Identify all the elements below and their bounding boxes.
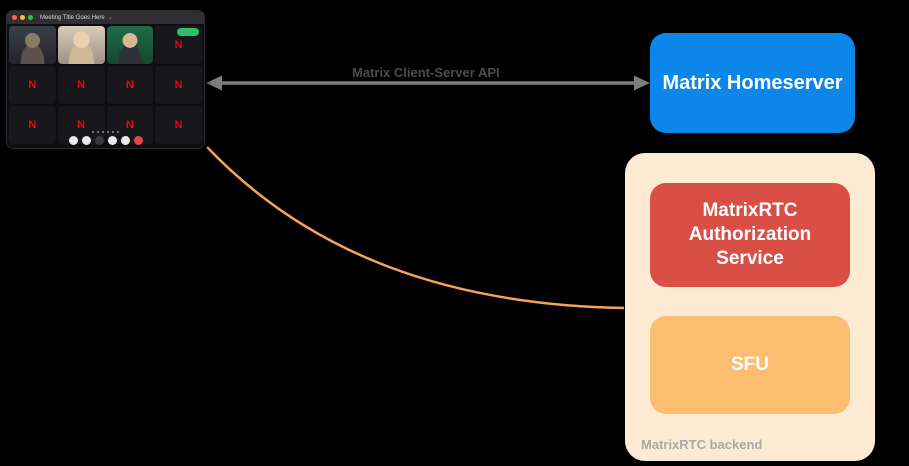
avatar-letter: N <box>174 79 183 91</box>
avatar-letter: N <box>174 39 183 51</box>
avatar-letter: N <box>125 79 134 91</box>
auth-service-box: MatrixRTC Authorization Service <box>650 183 850 287</box>
call-status-pill <box>177 28 199 36</box>
window-title: Meeting Title Goes Here <box>40 14 105 21</box>
homeserver-label: Matrix Homeserver <box>662 71 843 94</box>
avatar-tile: N <box>155 66 202 104</box>
call-controls <box>68 131 143 145</box>
page-dot-icon <box>92 131 94 133</box>
zoom-window-icon <box>28 15 33 20</box>
avatar-tile: N <box>57 66 105 104</box>
call-content: N N N N N N N <box>7 24 204 148</box>
settings-button-icon <box>107 136 117 145</box>
page-dot-icon <box>102 131 104 133</box>
page-indicator-dots <box>92 131 119 133</box>
mic-button-icon <box>68 136 78 145</box>
avatar-tile: N <box>155 106 202 144</box>
avatar-letter: N <box>28 119 37 131</box>
call-buttons-row <box>68 136 143 145</box>
sfu-box: SFU <box>650 316 850 414</box>
page-dot-icon <box>97 131 99 133</box>
avatar-letter: N <box>125 119 134 131</box>
video-tile <box>57 26 105 64</box>
page-dot-icon <box>117 131 119 133</box>
video-tile <box>9 26 56 64</box>
avatar-letter: N <box>77 119 86 131</box>
screenshare-button-icon <box>94 136 104 145</box>
sfu-label: SFU <box>731 354 769 375</box>
more-button-icon <box>120 136 130 145</box>
api-arrow-label: Matrix Client-Server API <box>352 65 500 80</box>
arrowhead-left-icon <box>206 75 222 91</box>
video-grid: N N N N N N N <box>9 26 202 144</box>
page-dot-icon <box>112 131 114 133</box>
window-titlebar: Meeting Title Goes Here ⌄ <box>7 11 204 24</box>
chevron-down-icon: ⌄ <box>107 14 113 21</box>
video-tile <box>106 26 154 64</box>
avatar-tile: N <box>9 66 56 104</box>
page-dot-icon <box>107 131 109 133</box>
avatar-letter: N <box>28 79 37 91</box>
avatar-letter: N <box>77 79 86 91</box>
avatar-tile: N <box>106 66 154 104</box>
auth-service-label: MatrixRTC Authorization Service <box>688 200 812 269</box>
client-backend-curve <box>206 146 625 310</box>
avatar-tile: N <box>9 106 56 144</box>
homeserver-box: Matrix Homeserver <box>650 33 855 133</box>
arrowhead-right-icon <box>634 75 650 91</box>
leave-call-button-icon <box>133 136 143 145</box>
close-window-icon <box>12 15 17 20</box>
call-window: Meeting Title Goes Here ⌄ N N N N <box>6 10 205 149</box>
backend-container: MatrixRTC Authorization Service SFU Matr… <box>625 153 875 461</box>
avatar-letter: N <box>174 119 183 131</box>
minimize-window-icon <box>20 15 25 20</box>
camera-button-icon <box>81 136 91 145</box>
backend-label: MatrixRTC backend <box>641 437 763 452</box>
